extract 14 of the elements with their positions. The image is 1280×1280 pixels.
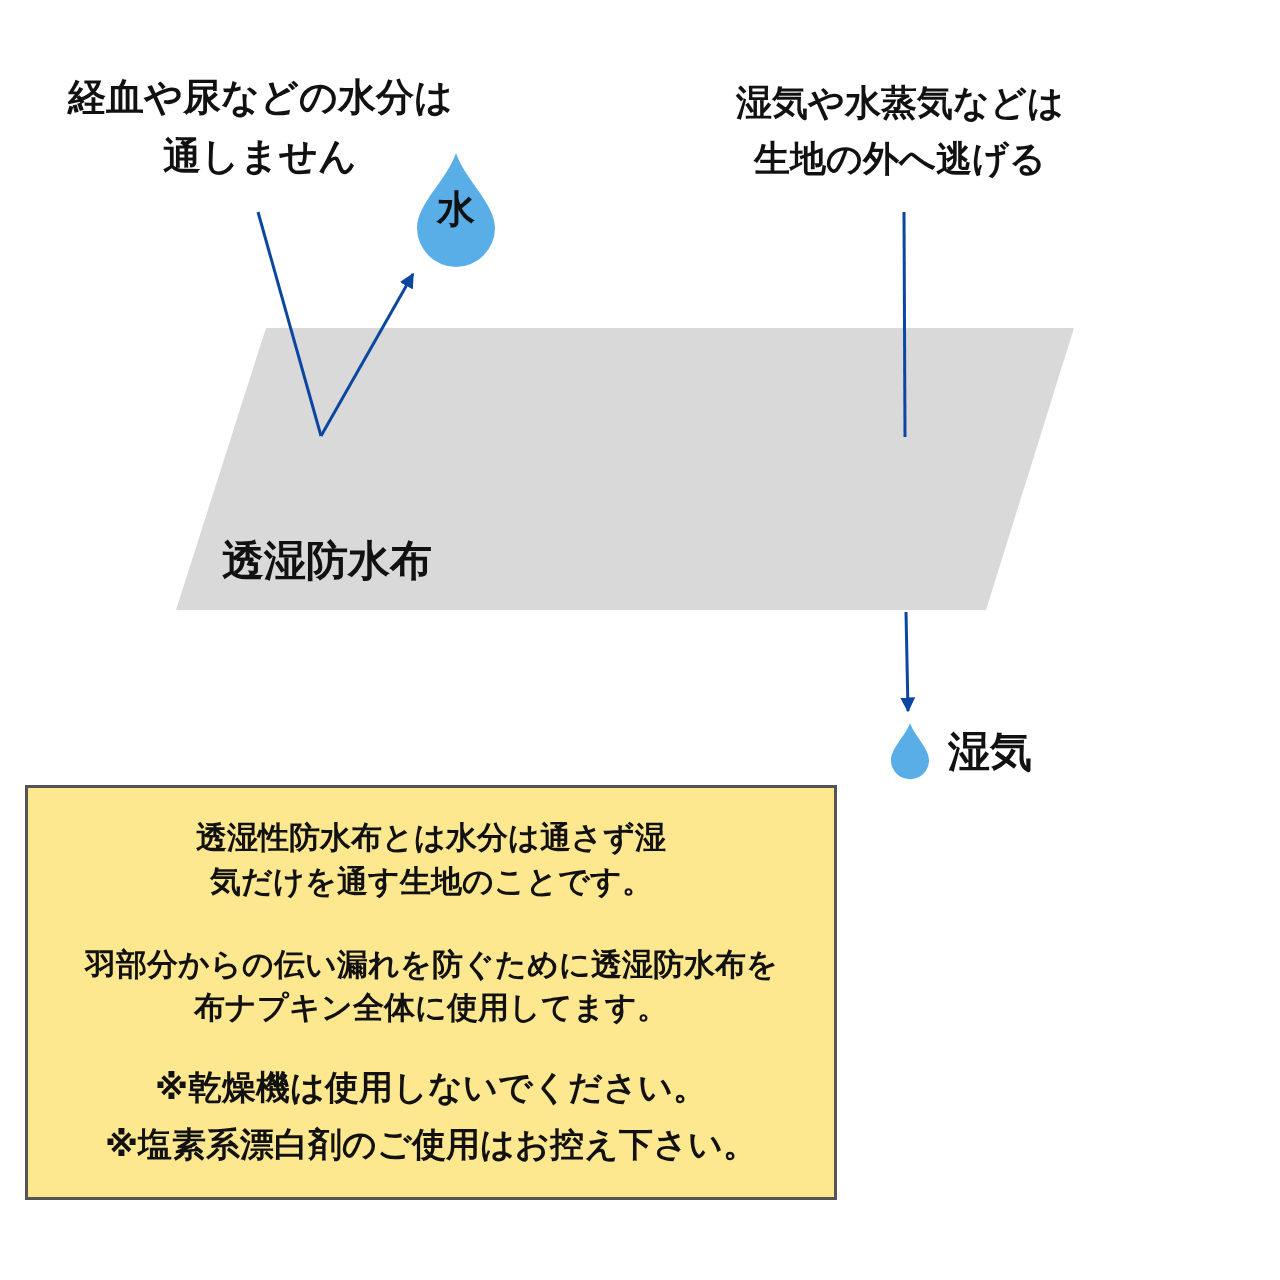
note-text: 羽部分からの伝い漏れを防ぐために透湿防水布を布ナプキン全体に使用してます。 [83,944,779,1028]
note-panel [25,785,837,1200]
connector-line [902,212,907,437]
note-text: ※塩素系漂白剤のご使用はお控え下さい。 [103,1123,759,1167]
drop-caption: 湿気 [948,726,1032,778]
drop-label: 水 [435,188,476,231]
arrow [319,272,415,437]
arrow [900,611,916,713]
annotation-text: 湿気や水蒸気などは生地の外へ逃げる [730,75,1070,187]
connector-line [256,211,323,437]
fabric-label: 透湿防水布 [222,535,432,587]
note-text: 透湿性防水布とは水分は通さず湿気だけを通す生地のことです。 [196,818,666,901]
annotation-text: 経血や尿などの水分は通しません [60,68,460,186]
note-text: ※乾燥機は使用しないでください。 [153,1065,709,1109]
